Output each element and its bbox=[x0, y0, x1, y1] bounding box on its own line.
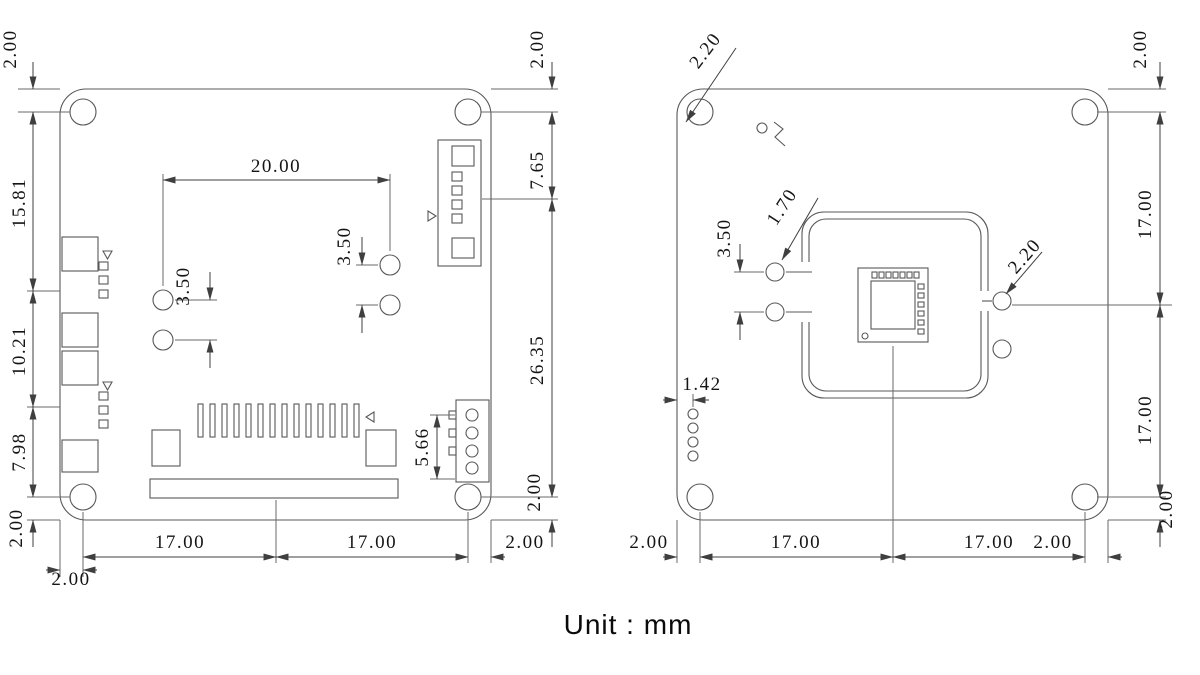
logo-mark bbox=[756, 121, 786, 147]
dim-front-17-right: 17.00 bbox=[347, 532, 397, 553]
dim-front-top-right-2: 2.00 bbox=[527, 29, 548, 68]
front-dimensions: 2.00 2.00 20.00 3.50 3.50 15.81 10.21 7.… bbox=[0, 29, 558, 590]
antenna-pad bbox=[765, 262, 785, 282]
dim-back-bottom-right-2: 2.00 bbox=[1033, 532, 1072, 553]
dim-front-1581: 15.81 bbox=[9, 178, 30, 228]
pcb-front-view: 2.00 2.00 20.00 3.50 3.50 15.81 10.21 7.… bbox=[0, 29, 558, 590]
dim-back-220-mid: 2.20 bbox=[1004, 235, 1046, 278]
dim-front-798: 7.98 bbox=[9, 432, 30, 471]
pin1-marker bbox=[427, 210, 438, 222]
dim-front-566: 5.66 bbox=[412, 427, 433, 466]
back-dimensions: 2.20 2.00 17.00 17.00 2.00 3.50 1.70 2.2… bbox=[629, 29, 1177, 563]
antenna-pad bbox=[765, 302, 785, 322]
pin1-marker bbox=[102, 381, 113, 392]
dim-front-20: 20.00 bbox=[251, 156, 301, 177]
mount-hole bbox=[69, 483, 97, 511]
antenna-pad bbox=[992, 339, 1012, 359]
mount-hole bbox=[69, 98, 97, 126]
dim-back-top-right-2: 2.00 bbox=[1130, 29, 1151, 68]
mount-hole bbox=[454, 98, 482, 126]
dim-front-bottom-left-2v: 2.00 bbox=[6, 508, 27, 547]
dim-back-220-topleft: 2.20 bbox=[685, 29, 725, 73]
front-mount-pads bbox=[152, 254, 401, 351]
pin1-marker bbox=[102, 250, 113, 261]
front-ffc-connector bbox=[149, 403, 399, 499]
mount-hole bbox=[1071, 98, 1099, 126]
dim-back-17-lower: 17.00 bbox=[1135, 395, 1156, 445]
unit-label: Unit : mm bbox=[564, 609, 693, 640]
front-bottom-right-connector bbox=[448, 399, 490, 483]
dim-back-170: 1.70 bbox=[763, 185, 802, 229]
dim-back-17-bottom-left: 17.00 bbox=[771, 532, 821, 553]
dim-front-right-bottom-2: 2.00 bbox=[524, 472, 545, 511]
mount-hole bbox=[686, 98, 714, 126]
front-left-edge-connectors bbox=[61, 236, 113, 473]
dim-front-350-left: 3.50 bbox=[173, 266, 194, 305]
pin1-marker bbox=[364, 411, 375, 423]
pin1-dot bbox=[861, 332, 869, 340]
dim-front-765: 7.65 bbox=[527, 150, 548, 189]
via-column bbox=[687, 408, 699, 462]
antenna-pad bbox=[992, 291, 1012, 311]
dim-front-350-right: 3.50 bbox=[334, 226, 355, 265]
dim-back-17-upper: 17.00 bbox=[1135, 189, 1156, 239]
mount-hole bbox=[686, 483, 714, 511]
mount-hole bbox=[1071, 483, 1099, 511]
mount-hole bbox=[454, 483, 482, 511]
dim-back-17-bottom-right: 17.00 bbox=[964, 532, 1014, 553]
dim-front-1021: 10.21 bbox=[9, 326, 30, 376]
antenna-loop bbox=[765, 211, 1012, 399]
dim-front-top-left-2: 2.00 bbox=[0, 29, 21, 68]
dim-back-right-bottom-2: 2.00 bbox=[1156, 489, 1177, 528]
dim-front-bottom-right-2: 2.00 bbox=[505, 532, 544, 553]
dim-front-2635: 26.35 bbox=[527, 335, 548, 385]
dim-back-bottom-left-2: 2.00 bbox=[629, 532, 668, 553]
chip-footprint bbox=[857, 267, 929, 343]
dim-back-350: 3.50 bbox=[714, 218, 735, 257]
pcb-back-view: 2.20 2.00 17.00 17.00 2.00 3.50 1.70 2.2… bbox=[629, 29, 1177, 563]
dim-back-142: 1.42 bbox=[682, 374, 721, 395]
dim-front-17-left: 17.00 bbox=[155, 532, 205, 553]
front-top-right-connector bbox=[427, 139, 482, 267]
dim-front-bottom-left-2h: 2.00 bbox=[51, 569, 90, 590]
